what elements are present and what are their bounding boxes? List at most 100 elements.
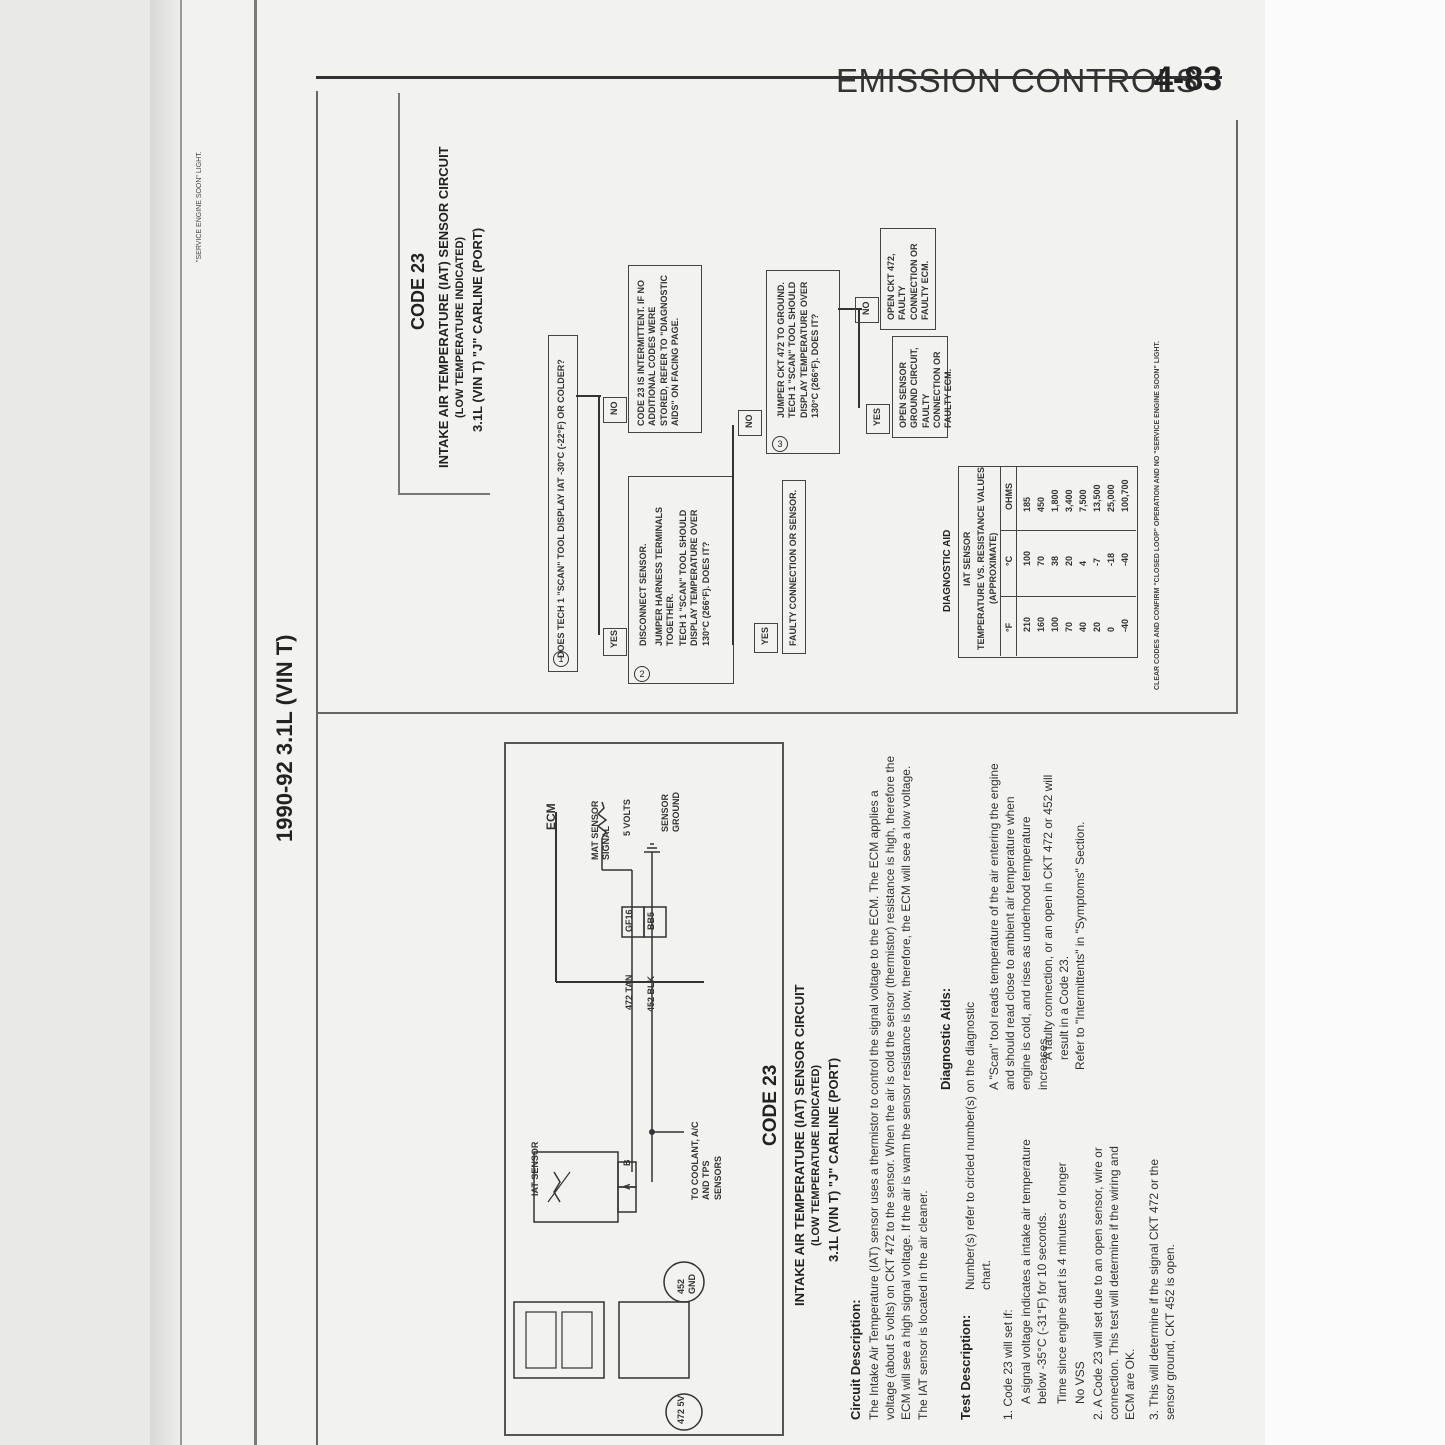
no3-result-text: OPEN CKT 472, FAULTY CONNECTION OR FAULT… <box>886 243 930 321</box>
table-cell: 450 <box>1036 496 1046 512</box>
yes-box-1 <box>603 628 627 656</box>
yes-label-2: YES <box>760 626 770 645</box>
conn-bb5 <box>643 906 667 938</box>
circuit-text: The Intake Air Temperature (IAT) sensor … <box>867 755 930 1420</box>
no-label-2: NO <box>744 414 754 429</box>
test-step-3: 3. This will determine if the signal CKT… <box>1147 1158 1178 1420</box>
chart-title-rule-bottom <box>398 493 490 495</box>
diag-aids-text3: Refer to "Intermittents" in "Symptoms" S… <box>1073 821 1087 1070</box>
left-margin-text: "SERVICE ENGINE SOON" LIGHT. <box>196 151 203 262</box>
table-cell: 70 <box>1064 621 1074 632</box>
table-cell: 38 <box>1050 555 1060 566</box>
step3-box <box>766 270 840 454</box>
no-box-3 <box>855 297 879 323</box>
flow-line <box>598 395 600 635</box>
table-cell: 185 <box>1022 496 1032 512</box>
no1-result-text: CODE 23 IS INTERMITTENT. IF NO ADDITIONA… <box>636 275 680 426</box>
step3-number: 3 <box>772 436 788 452</box>
test-step-2: 2. A Code 23 will set due to an open sen… <box>1091 1146 1138 1420</box>
to-sensors-label: TO COOLANT, A/C AND TPS SENSORS <box>690 1121 723 1201</box>
table-cell: 40 <box>1078 621 1088 632</box>
table-cell: 0 <box>1106 626 1116 632</box>
table-cell: 70 <box>1036 555 1046 566</box>
schematic-frame <box>504 742 784 1436</box>
table-cell: 13,500 <box>1092 484 1102 512</box>
circuit-heading: Circuit Description: <box>848 1299 863 1420</box>
thermistor-symbol <box>553 1171 561 1203</box>
facing-subtitle2: 3.1L (VIN T) "J" CARLINE (PORT) <box>826 1057 841 1262</box>
step2-box <box>628 476 734 684</box>
step3-text: JUMPER CKT 472 TO GROUND. TECH 1 "SCAN" … <box>776 281 820 418</box>
ecm-label: ECM <box>544 803 558 830</box>
yes-box-2 <box>754 623 778 653</box>
chart-subtitle: (LOW TEMPERATURE INDICATED) <box>454 236 466 418</box>
facing-subtitle: (LOW TEMPERATURE INDICATED) <box>810 1064 822 1246</box>
page-number: 4-83 <box>1154 60 1223 98</box>
diag-aids-text2: A faulty connection, or an open in CKT 4… <box>1041 774 1072 1060</box>
pullup-resistor <box>596 801 608 839</box>
no-label-3: NO <box>861 301 871 316</box>
test-step-1c: No VSS <box>1073 1361 1087 1404</box>
wiring-schematic <box>513 801 705 1431</box>
step1-number: 1 <box>553 651 569 667</box>
manual-page <box>180 0 1267 1445</box>
sensor-connector-drawing <box>513 1301 605 1379</box>
no-box-2 <box>738 410 762 436</box>
test-step-1b: Time since engine start is 4 minutes or … <box>1055 1162 1069 1404</box>
sensor-ground-label: SENSOR GROUND <box>660 792 682 832</box>
table-col-rule <box>1000 530 1136 531</box>
table-header-c: °C <box>1004 555 1014 566</box>
chart-subtitle2: 3.1L (VIN T) "J" CARLINE (PORT) <box>470 227 485 432</box>
test-heading: Test Description: <box>958 1314 973 1420</box>
header-rule <box>316 76 1222 79</box>
yes3-result-box <box>892 336 948 438</box>
table-cell: 7,500 <box>1078 489 1088 512</box>
no3-result-box <box>880 228 936 330</box>
harness-connector-drawing <box>618 1301 690 1379</box>
binding-line <box>254 0 257 1445</box>
step2c-text: TECH 1 "SCAN" TOOL SHOULD DISPLAY TEMPER… <box>678 509 711 646</box>
flow-line <box>838 308 862 310</box>
iat-pin-b <box>617 1186 637 1213</box>
table-cell: -40 <box>1120 552 1130 566</box>
tag-452-label: 452 GND <box>676 1274 698 1294</box>
table-cell: -40 <box>1120 618 1130 632</box>
test-step-1a: A signal voltage indicates a intake air … <box>1019 1139 1050 1404</box>
facing-title: INTAKE AIR TEMPERATURE (IAT) SENSOR CIRC… <box>792 984 807 1306</box>
table-cell: 210 <box>1022 616 1032 632</box>
table-cell: 100,700 <box>1120 479 1130 512</box>
table-cell: 20 <box>1064 555 1074 566</box>
diag-aids-heading: Diagnostic Aids: <box>938 987 953 1090</box>
table-cell: 160 <box>1036 616 1046 632</box>
wire-452-label: 452 BLK <box>646 975 656 1012</box>
step2a-text: DISCONNECT SENSOR. <box>638 543 648 646</box>
table-header-ohms: OHMS <box>1004 483 1014 510</box>
pin-a-label: A <box>622 1183 632 1191</box>
tag-circle-472 <box>665 1393 703 1431</box>
yes-label-3: YES <box>872 407 882 426</box>
table-cell: 1,800 <box>1050 489 1060 512</box>
table-cell: 3,400 <box>1064 489 1074 512</box>
no-box-1 <box>603 397 627 423</box>
thermistor-arrow <box>547 1171 571 1203</box>
flow-line <box>732 425 734 645</box>
page-left-rule <box>316 91 318 1445</box>
volts-label: 5 VOLTS <box>622 799 632 836</box>
conn-bb5-label: BB5 <box>646 911 656 930</box>
table-cell: 25,000 <box>1106 484 1116 512</box>
table-header-f: °F <box>1004 622 1014 632</box>
chart-code: CODE 23 <box>408 252 428 330</box>
yes-box-3 <box>866 404 890 434</box>
chart-right-rule <box>1236 120 1238 712</box>
facing-code: CODE 23 <box>760 1064 781 1146</box>
table-sub: TEMPERATURE VS. RESISTANCE VALUES <box>976 466 986 650</box>
yes3-result-text: OPEN SENSOR GROUND CIRCUIT, FAULTY CONNE… <box>898 347 953 429</box>
table-title: IAT SENSOR <box>962 531 972 586</box>
step1-box <box>548 335 578 672</box>
diag-aid-title: DIAGNOSTIC AID <box>942 529 953 612</box>
connector-cavity <box>561 1311 593 1369</box>
test-step-1: 1. Code 23 will set if: <box>1001 1309 1015 1420</box>
chart-title: INTAKE AIR TEMPERATURE (IAT) SENSOR CIRC… <box>436 146 451 468</box>
table-cell: 100 <box>1022 550 1032 566</box>
chart-footer-note: CLEAR CODES AND CONFIRM "CLOSED LOOP" OP… <box>1154 341 1161 690</box>
